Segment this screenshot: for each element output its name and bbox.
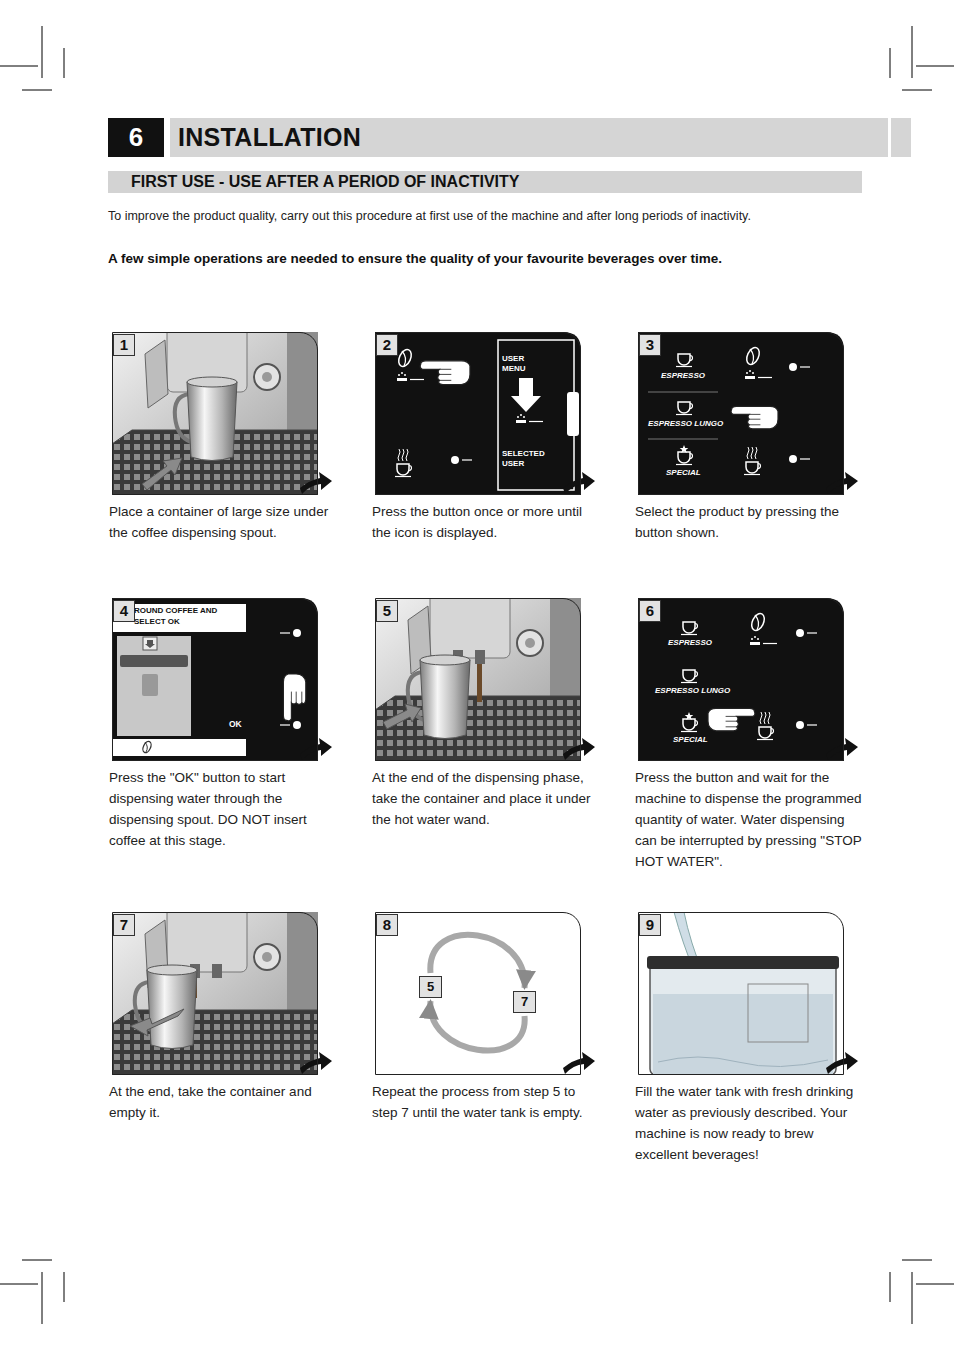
- step-caption: Press the button once or more until the …: [372, 501, 604, 543]
- step-caption: Place a container of large size under th…: [109, 501, 341, 543]
- step-number: 7: [113, 914, 135, 936]
- step-panel: 5At the end of the dispensing phase, tak…: [375, 598, 581, 761]
- step-reference-number: 7: [514, 992, 535, 1011]
- step-reference-box: 7: [513, 991, 536, 1013]
- step-number: 6: [639, 600, 661, 622]
- step-number: 8: [376, 914, 398, 936]
- step-number: 5: [376, 600, 398, 622]
- step-caption: Repeat the process from step 5 to step 7…: [372, 1081, 604, 1123]
- step-reference-box: 5: [419, 976, 442, 998]
- step-number: 9: [639, 914, 661, 936]
- screen-text: ROUND COFFEE AND SELECT OK: [134, 605, 242, 627]
- screen-text: SPECIAL: [666, 468, 701, 477]
- page-title: INSTALLATION: [178, 123, 361, 152]
- step-caption: At the end, take the container and empty…: [109, 1081, 341, 1123]
- intro-text: To improve the product quality, carry ou…: [108, 208, 938, 224]
- screen-text: ESPRESSO: [668, 638, 712, 647]
- step-panel: 2Press the button once or more until the…: [375, 332, 581, 495]
- step-panel: 1Place a container of large size under t…: [112, 332, 318, 495]
- screen-text: USER MENU: [502, 354, 538, 374]
- step-caption: Select the product by pressing the butto…: [635, 501, 867, 543]
- step-panel: 9Fill the water tank with fresh drinking…: [638, 912, 844, 1075]
- step-reference-number: 5: [420, 977, 441, 996]
- cycle-arrow: [430, 1001, 524, 1051]
- screen-text: SPECIAL: [673, 735, 708, 744]
- section-heading: FIRST USE - USE AFTER A PERIOD OF INACTI…: [108, 171, 862, 193]
- screen-text: OK: [229, 719, 242, 729]
- step-caption: Press the "OK" button to start dispensin…: [109, 767, 341, 851]
- step-caption: At the end of the dispensing phase, take…: [372, 767, 604, 830]
- intro-bold-text: A few simple operations are needed to en…: [108, 250, 938, 267]
- step-number: 2: [376, 334, 398, 356]
- screen-text: ESPRESSO LUNGO: [648, 419, 723, 428]
- screen-text: SELECTED USER: [502, 449, 554, 469]
- step-panel: 7At the end, take the container and empt…: [112, 912, 318, 1075]
- step-panel: 8Repeat the process from step 5 to step …: [375, 912, 581, 1075]
- cycle-arrow: [430, 935, 524, 988]
- step-panel: 6Press the button and wait for the machi…: [638, 598, 844, 761]
- step-number: 3: [639, 334, 661, 356]
- step-number: 4: [113, 600, 135, 622]
- section-heading-band: FIRST USE - USE AFTER A PERIOD OF INACTI…: [108, 171, 862, 193]
- step-number: 1: [113, 334, 135, 356]
- step-caption: Press the button and wait for the machin…: [635, 767, 867, 872]
- step-caption: Fill the water tank with fresh drinking …: [635, 1081, 867, 1165]
- screen-text: ESPRESSO LUNGO: [655, 686, 730, 695]
- screen-text: ESPRESSO: [661, 371, 705, 380]
- chapter-number: 6: [108, 118, 164, 157]
